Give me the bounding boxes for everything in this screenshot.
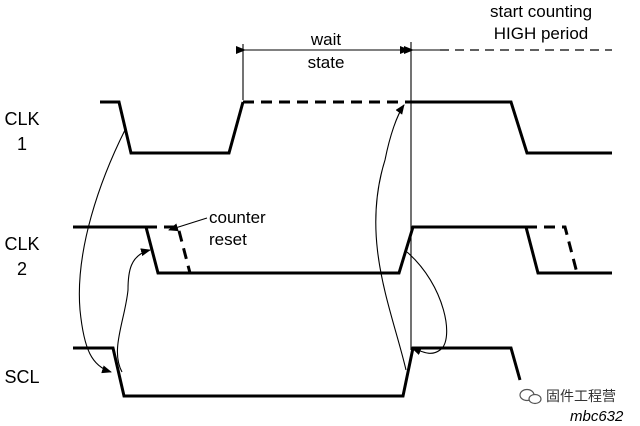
scl-waveform — [73, 346, 522, 398]
wait-label-line1: wait — [310, 30, 342, 49]
clk1-to-scl-arrow — [78, 129, 126, 374]
clk2-label: CLK 2 — [4, 234, 39, 279]
counter-reset-label-line1: counter — [209, 208, 266, 227]
clk1-waveform — [100, 100, 612, 155]
clk1-label: CLK 1 — [4, 109, 39, 154]
start-counting-label-line2: HIGH period — [494, 24, 588, 43]
watermark-code: mbc632 — [570, 408, 624, 425]
clk1-trace-after-wait — [411, 100, 612, 155]
wait-label-line2: state — [308, 53, 345, 72]
causality-arrows — [78, 104, 448, 374]
wechat-icon — [519, 388, 542, 405]
counter-reset-leader-arrow — [168, 217, 208, 232]
clk2-to-scl-arrow — [406, 251, 448, 355]
scl-to-clk1-arrow — [375, 104, 407, 371]
counter-reset-label-line2: reset — [209, 230, 247, 249]
clk2-waveform — [73, 225, 612, 275]
clk1-trace-before-wait — [100, 100, 245, 155]
scl-label: SCL — [4, 367, 39, 387]
start-counting-label-line1: start counting — [490, 2, 592, 21]
clk2-label-line1: CLK — [4, 234, 39, 254]
scl-trace — [73, 346, 522, 398]
clk1-label-line2: 1 — [17, 134, 27, 154]
clk2-dashed-continuation-2 — [526, 225, 579, 274]
clk2-trace — [73, 225, 612, 275]
scl-to-clk2-arrow — [116, 248, 151, 373]
watermark-channel-name: 固件工程营 — [546, 388, 616, 404]
watermark: 固件工程营 mbc632 — [519, 388, 624, 425]
wait-state-dimension — [236, 42, 612, 350]
clk1-label-line1: CLK — [4, 109, 39, 129]
clk2-label-line2: 2 — [17, 259, 27, 279]
clk2-dashed-continuation-1 — [146, 225, 192, 274]
